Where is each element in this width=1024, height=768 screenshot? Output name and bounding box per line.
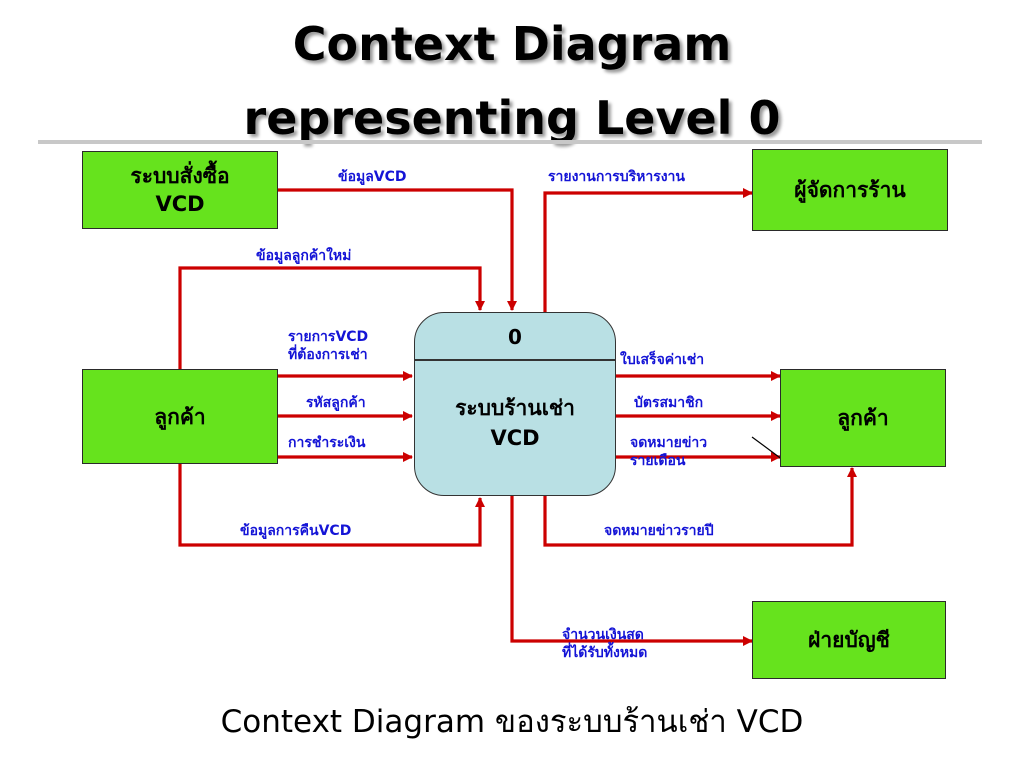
label-vcd-info: ข้อมูลVCD (338, 169, 407, 185)
label-newsletter-monthly: จดหมายข่าว รายเดือน (630, 434, 707, 470)
label-payment: การชำระเงิน (288, 435, 366, 451)
process-name: ระบบร้านเช่า VCD (415, 393, 615, 453)
label-cash-total-line1: จำนวนเงินสด (562, 627, 644, 643)
label-vcd-list: รายการVCD ที่ต้องการเช่า (288, 328, 368, 364)
diagram-caption: Context Diagram ของระบบร้านเช่า VCD (220, 704, 804, 740)
flow-newsletter-yearly (543, 466, 858, 547)
entity-customer-left: ลูกค้า (82, 369, 278, 464)
flow-management-report (543, 187, 754, 312)
label-cash-total-line2: ที่ได้รับทั้งหมด (562, 645, 648, 661)
entity-accounting: ฝ่ายบัญชี (752, 601, 946, 679)
flow-cash-total (510, 496, 754, 647)
entity-purchase-system: ระบบสั่งซื้อ VCD (82, 151, 278, 229)
label-vcd-list-line2: ที่ต้องการเช่า (288, 347, 368, 363)
process-vcd-rental-system: 0 ระบบร้านเช่า VCD (414, 312, 616, 496)
process-divider (415, 359, 615, 361)
entity-store-manager: ผู้จัดการร้าน (752, 149, 948, 231)
label-vcd-return-info: ข้อมูลการคืนVCD (240, 523, 352, 539)
entity-purchase-system-line1: ระบบสั่งซื้อ (130, 164, 230, 188)
label-management-report: รายงานการบริหารงาน (548, 169, 685, 185)
process-name-line2: VCD (490, 426, 540, 450)
label-newsletter-monthly-line1: จดหมายข่าว (630, 435, 708, 451)
flow-vcd-return-info (178, 463, 486, 547)
label-customer-code: รหัสลูกค้า (306, 395, 366, 411)
entity-purchase-system-line2: VCD (155, 192, 205, 216)
process-id: 0 (508, 325, 522, 349)
diagram-title-line-1: Context Diagram (292, 17, 732, 71)
entity-customer-right: ลูกค้า (780, 369, 946, 467)
process-name-line1: ระบบร้านเช่า (455, 396, 575, 420)
label-cash-total: จำนวนเงินสด ที่ได้รับทั้งหมด (562, 626, 647, 662)
label-newsletter-yearly: จดหมายข่าวรายปี (604, 523, 714, 539)
diagram-title-line-2: representing Level 0 (243, 91, 781, 145)
label-member-card: บัตรสมาชิก (634, 395, 704, 411)
label-newsletter-monthly-line2: รายเดือน (630, 453, 686, 469)
label-rental-receipt: ใบเสร็จค่าเช่า (620, 352, 705, 368)
flow-new-customer-info (178, 266, 486, 370)
label-new-customer-info: ข้อมูลลูกค้าใหม่ (256, 248, 352, 264)
title-underline-rule (38, 140, 982, 144)
flow-vcd-info (278, 188, 518, 312)
label-vcd-list-line1: รายการVCD (288, 329, 369, 345)
